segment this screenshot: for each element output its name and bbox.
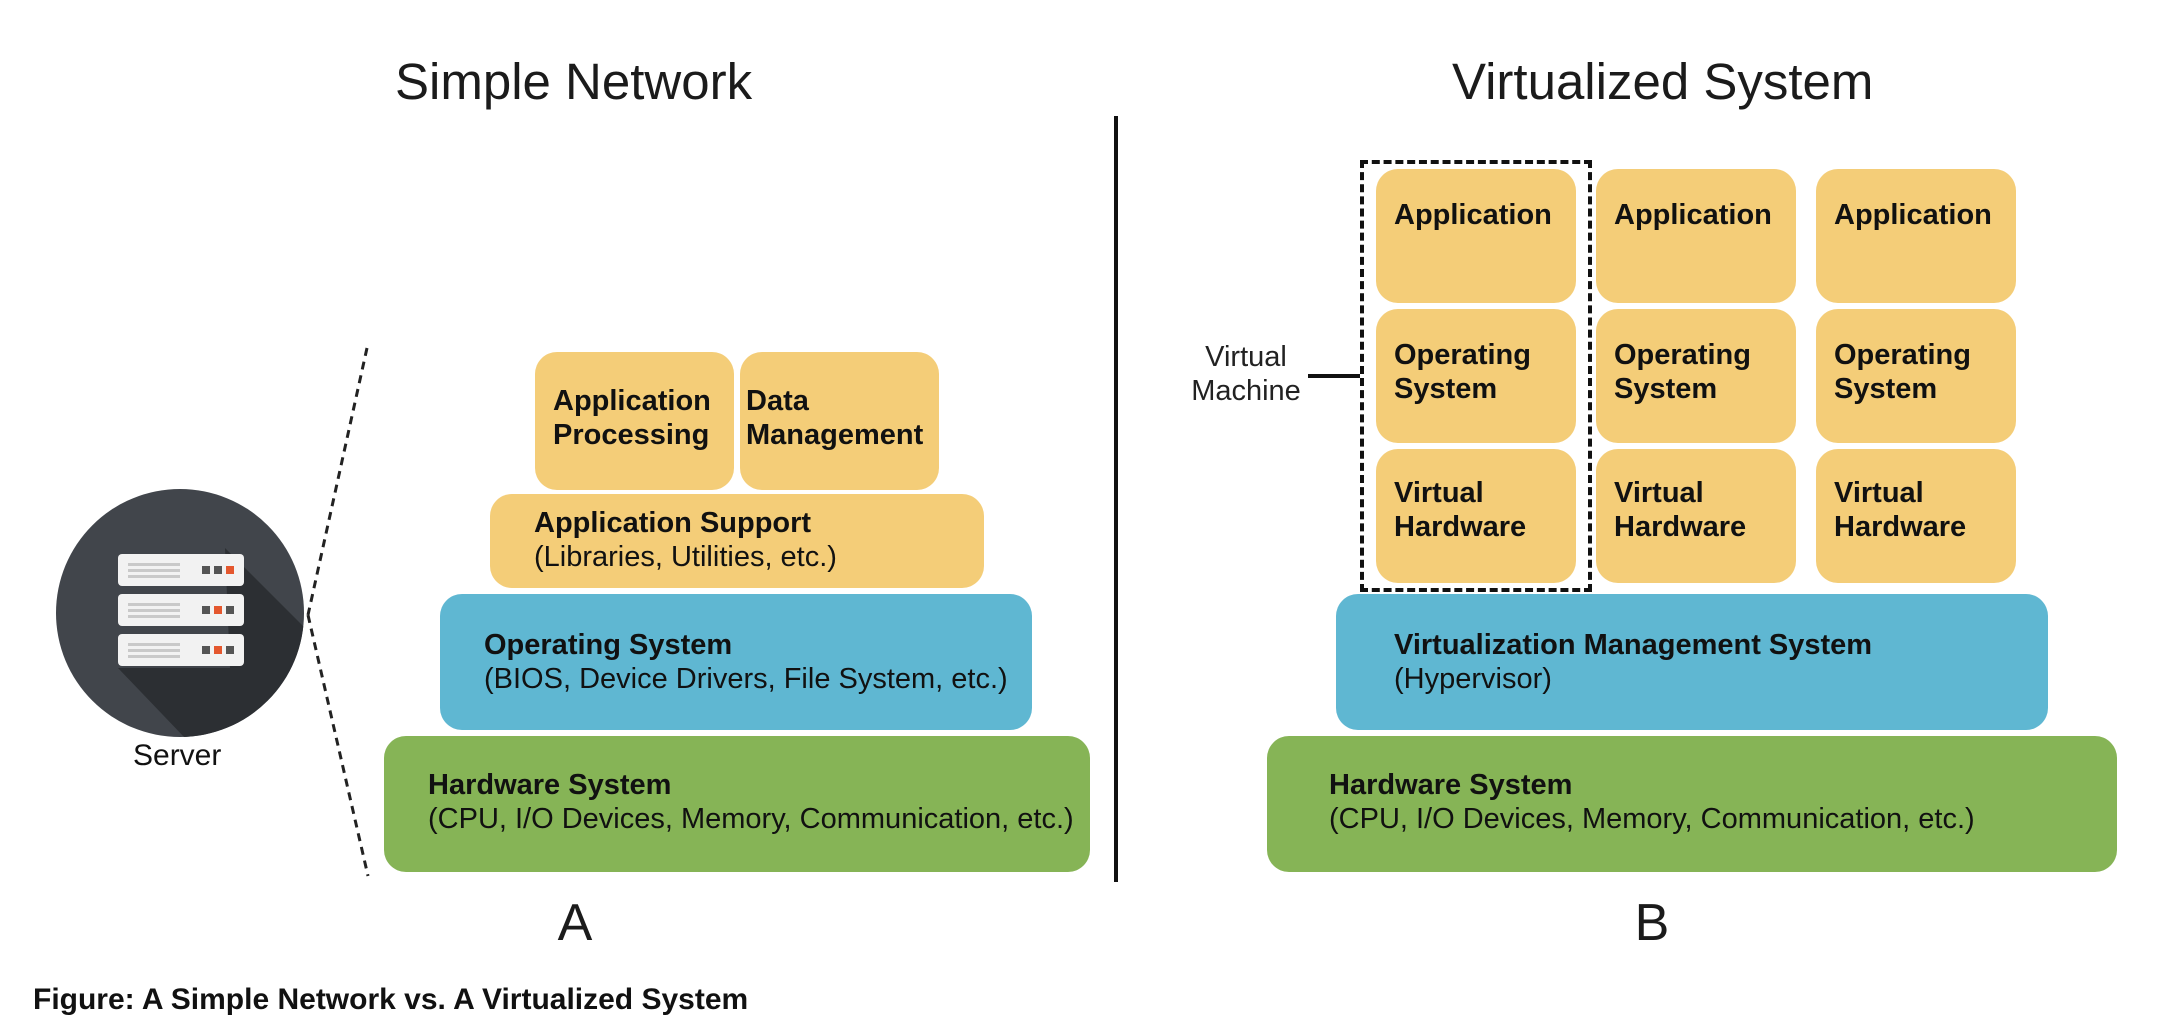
simple-network-title: Simple Network [395, 53, 753, 110]
server-label: Server [133, 739, 222, 772]
virtualized-system-title: Virtualized System [1452, 53, 1874, 110]
app-support-box: Application Support (Libraries, Utilitie… [490, 494, 984, 588]
label-a: A [557, 894, 593, 952]
zoom-dashed-lines [306, 347, 370, 877]
app-processing-box: Application Processing [535, 352, 734, 490]
left-os-box: Operating System (BIOS, Device Drivers, … [440, 594, 1032, 730]
virtual-machine-outline [1360, 160, 1592, 592]
vm1-application-box: Application [1376, 169, 1576, 303]
left-hardware-box: Hardware System (CPU, I/O Devices, Memor… [384, 736, 1090, 872]
virtual-machine-label: Virtual Machine [1191, 341, 1301, 407]
vm2-application-box: Application [1596, 169, 1796, 303]
data-management-box: Data Management [740, 352, 939, 490]
virtualization-management-box: Virtualization Management System (Hyperv… [1336, 594, 2048, 730]
center-divider [1114, 116, 1118, 882]
vm3-application-box: Application [1816, 169, 2016, 303]
label-b: B [1634, 894, 1670, 952]
virtual-machine-pointer [1308, 374, 1360, 378]
figure-caption: Figure: A Simple Network vs. A Virtualiz… [33, 983, 749, 1016]
server-icon [56, 489, 304, 737]
right-hardware-box: Hardware System (CPU, I/O Devices, Memor… [1267, 736, 2117, 872]
